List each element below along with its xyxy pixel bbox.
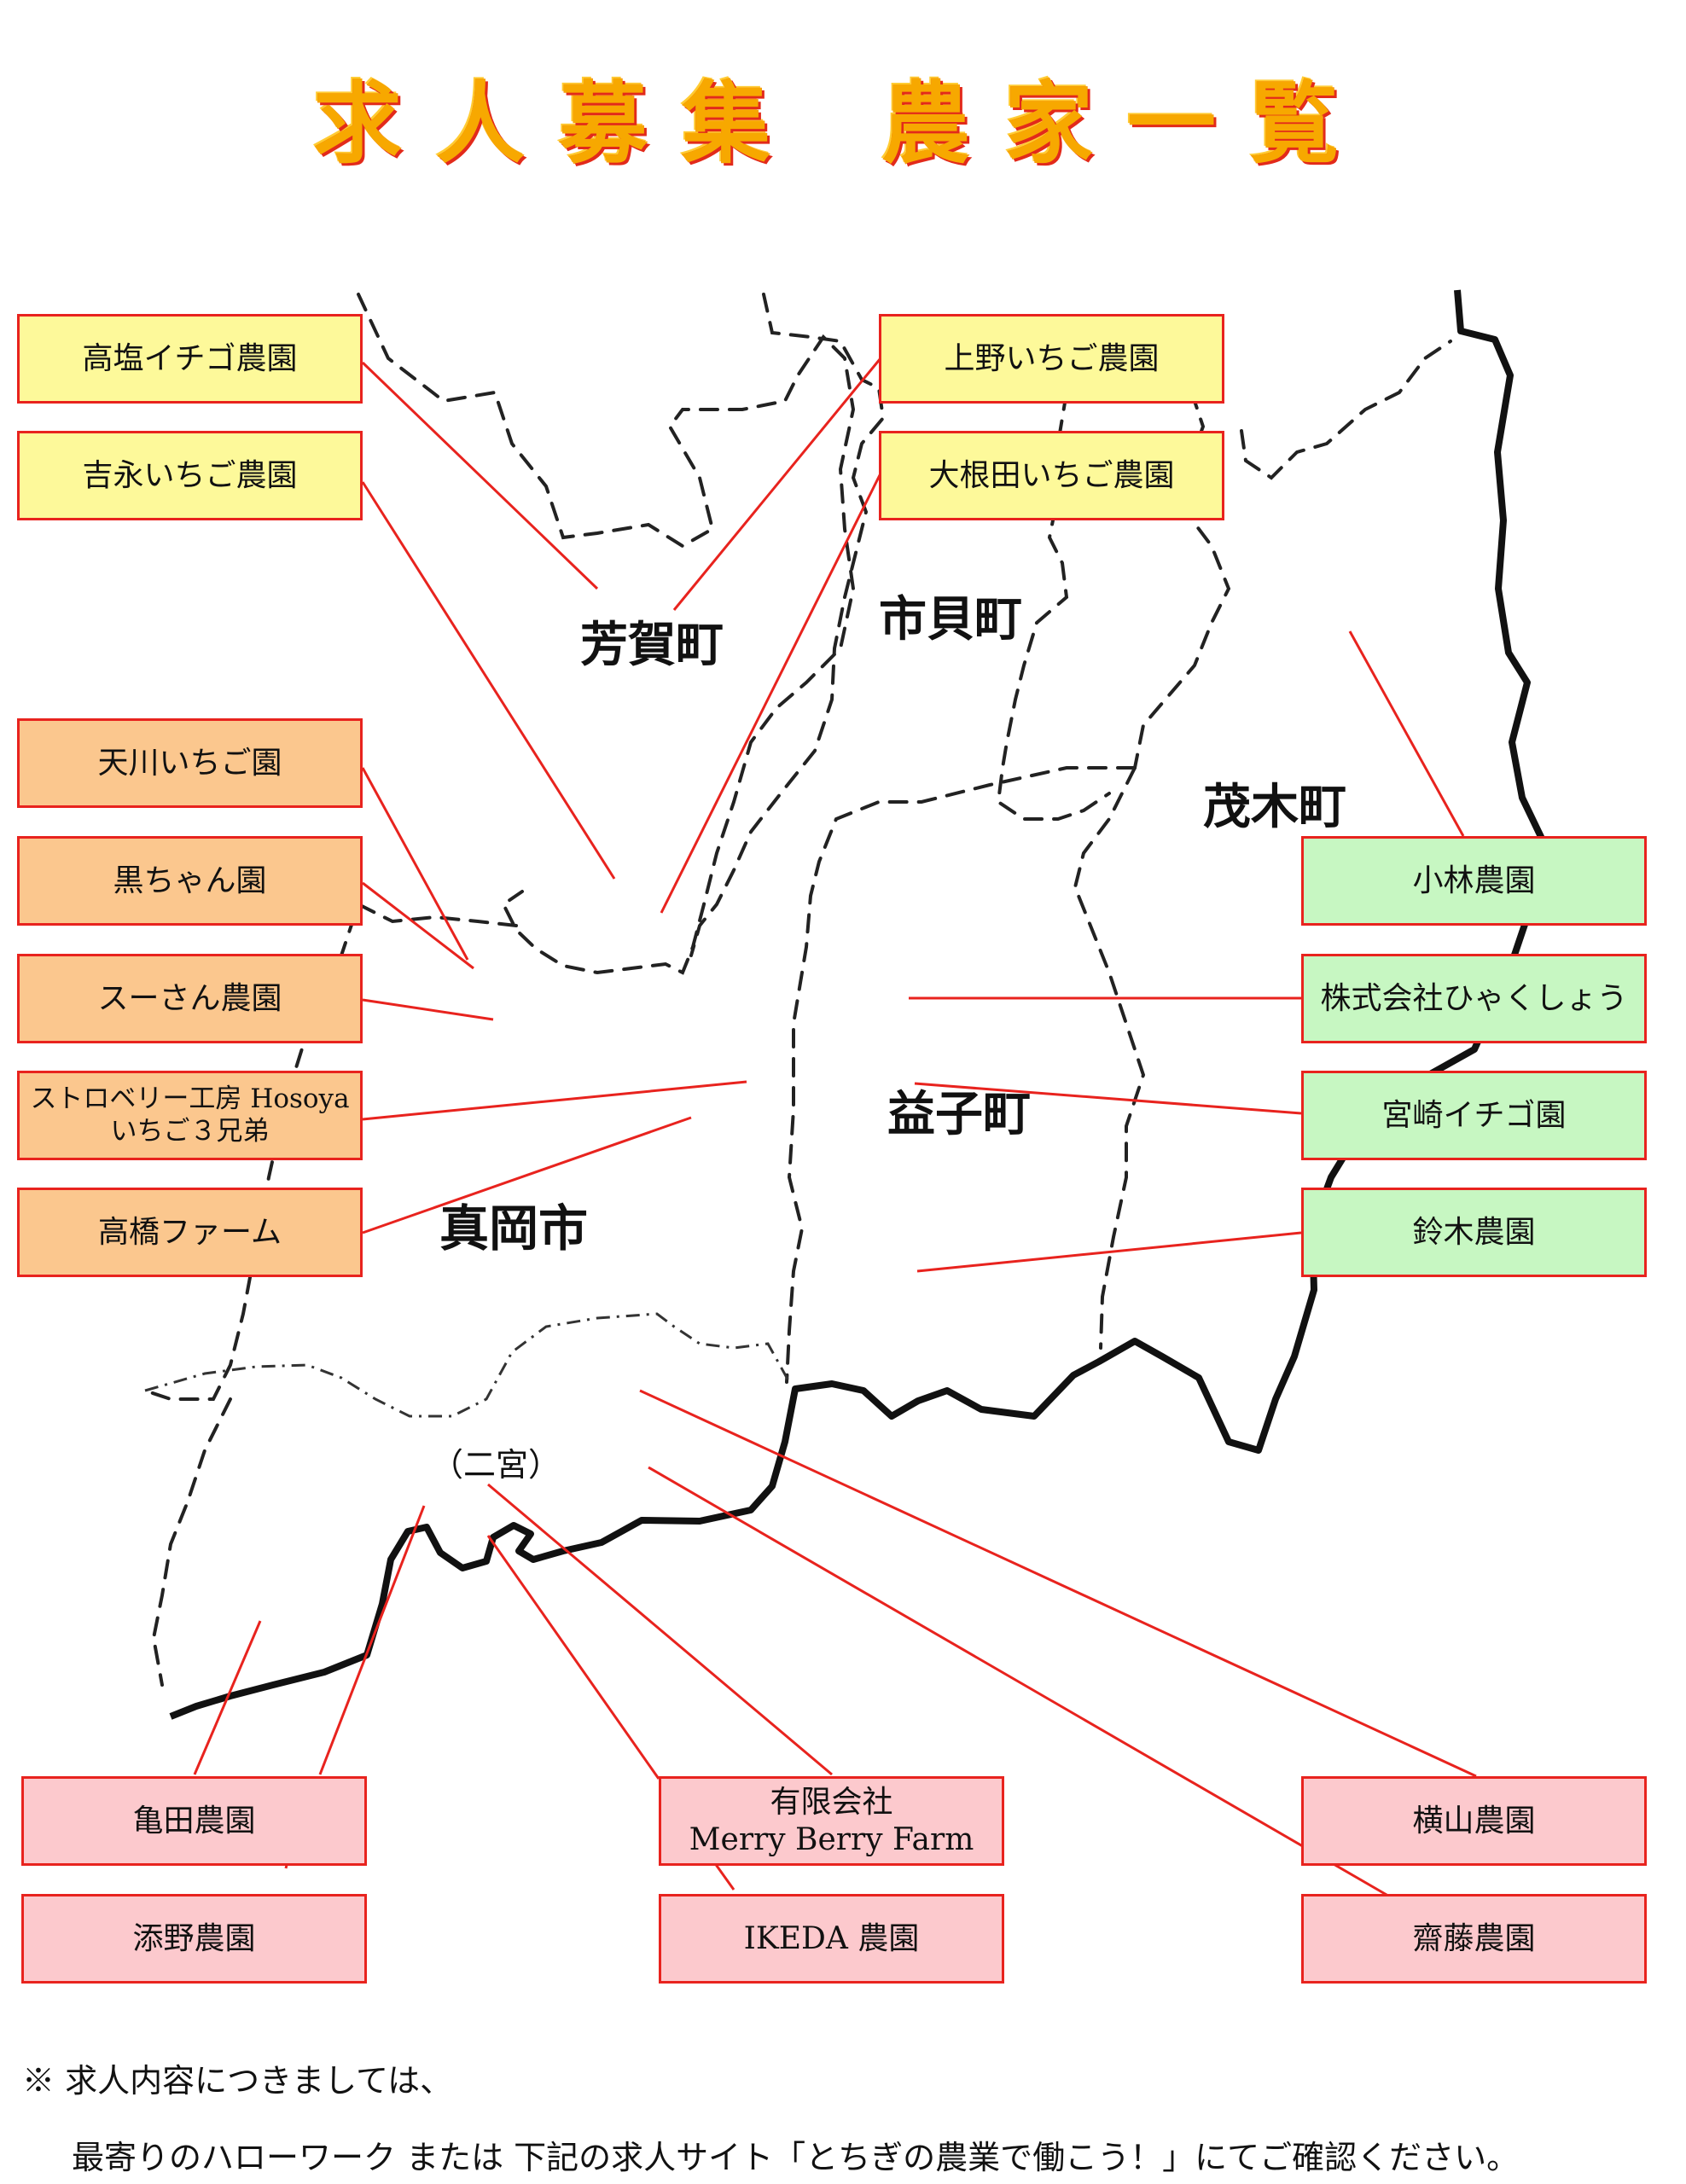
farm-name: 横山農園 xyxy=(1412,1803,1536,1838)
farm-name: 吉永いちご農園 xyxy=(82,457,298,493)
farm-name: 鈴木農園 xyxy=(1412,1214,1536,1250)
leader-line xyxy=(193,1620,262,1775)
farm-box-suzuki[interactable]: 鈴木農園 xyxy=(1301,1188,1647,1277)
area-label-haga: 芳賀町 xyxy=(580,618,724,673)
farm-box-kameda[interactable]: 亀田農園 xyxy=(21,1776,367,1866)
farm-box-ueno[interactable]: 上野いちご農園 xyxy=(879,314,1224,404)
prefecture-border xyxy=(169,289,1546,1720)
boundary-ichikai xyxy=(689,293,886,957)
page-title: 求人募集農家一覧 xyxy=(0,51,1686,180)
boundary-ne xyxy=(1240,340,1452,480)
farm-name: 有限会社 xyxy=(770,1785,893,1821)
leader-line xyxy=(362,1116,692,1234)
boundary-moka-west xyxy=(143,902,518,1401)
farm-name: 齋藤農園 xyxy=(1412,1920,1536,1956)
farm-box-takashio[interactable]: 高塩イチゴ農園 xyxy=(17,314,363,404)
farm-box-ikeda[interactable]: IKEDA 農園 xyxy=(659,1894,1004,1984)
area-label-motegi: 茂木町 xyxy=(1203,780,1346,835)
farm-sub-name: いちご３兄弟 xyxy=(110,1115,270,1147)
farm-box-amakawa[interactable]: 天川いちご園 xyxy=(17,718,363,808)
leader-line xyxy=(362,1080,747,1121)
farm-box-soeno[interactable]: 添野農園 xyxy=(21,1894,367,1984)
farm-name: 高橋ファーム xyxy=(98,1214,282,1250)
area-label-mashiko: 益子町 xyxy=(887,1087,1031,1142)
leader-line xyxy=(361,361,599,590)
farm-box-saito[interactable]: 齋藤農園 xyxy=(1301,1894,1647,1984)
farm-box-takahashi[interactable]: 高橋ファーム xyxy=(17,1188,363,1277)
leader-lines xyxy=(193,357,1477,1900)
title-part-1: 求人募集 xyxy=(312,72,805,176)
farm-name: 株式会社ひゃくしょう xyxy=(1320,980,1628,1016)
farm-name: 小林農園 xyxy=(1412,863,1536,898)
farm-box-yokoyama[interactable]: 横山農園 xyxy=(1301,1776,1647,1866)
farm-name: IKEDA 農園 xyxy=(743,1920,920,1956)
farm-sub-name: Merry Berry Farm xyxy=(689,1821,974,1857)
leader-line xyxy=(660,473,882,914)
farm-name: 天川いちご園 xyxy=(97,745,282,781)
boundary-motegi xyxy=(785,766,1137,1384)
leader-line xyxy=(648,1466,1393,1900)
leader-line xyxy=(914,1082,1302,1115)
farm-name: 添野農園 xyxy=(132,1920,256,1956)
area-label-moka: 真岡市 xyxy=(439,1199,588,1258)
leader-line xyxy=(318,1505,426,1775)
farm-name: 大根田いちご農園 xyxy=(928,457,1175,493)
farm-box-suusan[interactable]: スーさん農園 xyxy=(17,954,363,1043)
area-label-ninomiya: （二宮） xyxy=(431,1446,561,1484)
title-part-2: 農家一覧 xyxy=(881,72,1374,176)
boundary-haga xyxy=(357,293,856,975)
leader-line xyxy=(916,1231,1302,1273)
farm-name: スーさん農園 xyxy=(97,980,282,1016)
farm-name: 黒ちゃん園 xyxy=(113,863,267,898)
leader-line xyxy=(487,1483,833,1776)
farm-box-miyazaki[interactable]: 宮崎イチゴ園 xyxy=(1301,1071,1647,1160)
note-line-2: 最寄りのハローワーク または 下記の求人サイト「とちぎの農業で働こう！」にてご確… xyxy=(72,2139,1520,2176)
farm-box-oneda[interactable]: 大根田いちご農園 xyxy=(879,431,1224,520)
area-label-ichikai: 市貝町 xyxy=(879,592,1022,648)
leader-line xyxy=(672,357,882,611)
leader-line xyxy=(362,998,494,1021)
farm-box-hyakusho[interactable]: 株式会社ひゃくしょう xyxy=(1301,954,1647,1043)
farm-name: 亀田農園 xyxy=(132,1803,256,1838)
boundary-ninomiya xyxy=(144,1312,791,1418)
farm-box-kobayashi[interactable]: 小林農園 xyxy=(1301,836,1647,926)
boundary-moka-sw xyxy=(151,1397,232,1687)
leader-line xyxy=(639,1389,1477,1778)
farm-name: 高塩イチゴ農園 xyxy=(82,340,298,376)
leader-line xyxy=(362,881,474,970)
leader-line xyxy=(361,481,616,880)
boundary-motegi-east xyxy=(1073,766,1146,1350)
note-line-1: ※ 求人内容につきましては、 xyxy=(22,2062,453,2100)
leader-line xyxy=(361,767,469,961)
farm-name: ストロベリー工房 Hosoya xyxy=(30,1083,350,1115)
farm-name: 上野いちご農園 xyxy=(944,340,1160,376)
farm-name: 宮崎イチゴ園 xyxy=(1381,1097,1567,1133)
leader-line xyxy=(486,1535,660,1780)
farm-box-yoshinaga[interactable]: 吉永いちご農園 xyxy=(17,431,363,520)
leader-line xyxy=(1348,630,1465,837)
farm-box-kurochan[interactable]: 黒ちゃん園 xyxy=(17,836,363,926)
